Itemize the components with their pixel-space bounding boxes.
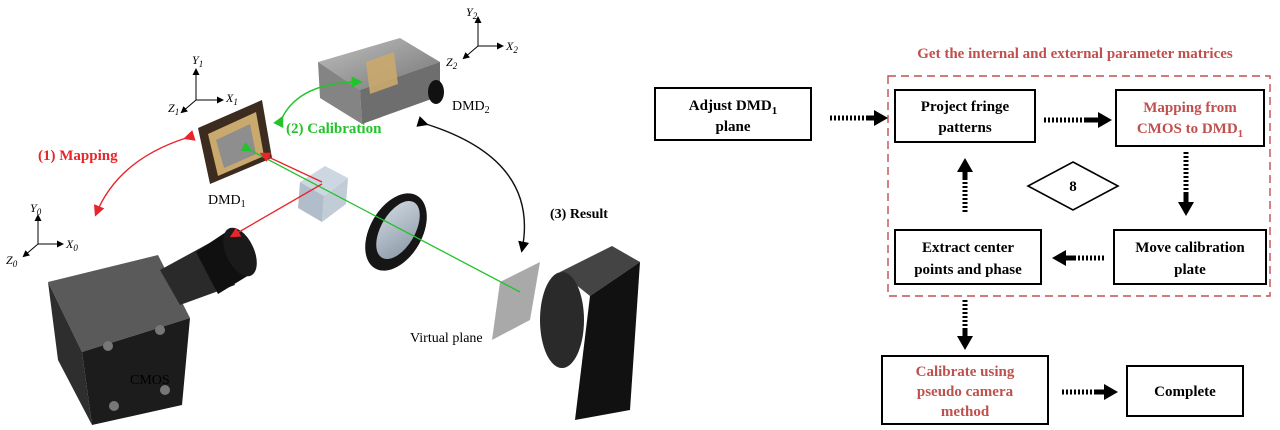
mapping-cmos-label: Mapping from: [1143, 100, 1237, 116]
svg-text:CMOS to DMD1: CMOS to DMD1: [1137, 121, 1243, 140]
parameter-matrices-dashed-frame: [887, 75, 1271, 297]
flow-arrow-mapping-to-move: [1178, 152, 1194, 216]
calibration-arrow: [273, 76, 363, 129]
svg-text:X2: X2: [505, 39, 518, 55]
flow-arrow-extract-to-project: [957, 158, 973, 212]
mapping-arrow: [93, 130, 196, 217]
lens-illustration: [365, 193, 427, 271]
adjust-dmd1-box: [654, 87, 812, 141]
extract-center-label: Extract center: [922, 240, 1014, 256]
axis-label-y0: Y: [30, 201, 38, 215]
calibrate-pseudo-box: [881, 355, 1049, 425]
axis-label-z1: Z: [168, 101, 175, 115]
cmos-label: CMOS: [130, 373, 170, 388]
complete-box: [1126, 365, 1244, 417]
svg-text:Adjust DMD1: Adjust DMD1: [689, 98, 777, 117]
result-label: (3) Result: [550, 207, 608, 222]
svg-text:Y2: Y2: [466, 5, 478, 21]
calibrate-pseudo-label-line3: method: [941, 404, 990, 420]
cmos-camera-illustration: [48, 227, 257, 425]
mapping-cmos-dmd1-box: [1115, 89, 1265, 147]
result-arrow: [416, 116, 530, 253]
axis-triad-cmos: Y0 X0 Z0: [6, 201, 78, 269]
beam-splitter-illustration: [298, 166, 348, 222]
svg-text:X1: X1: [225, 91, 238, 107]
move-calibration-box: [1113, 229, 1267, 285]
axis-label-y2: Y: [466, 5, 474, 19]
flow-arrow-move-to-extract: [1052, 250, 1104, 266]
calibration-label: (2) Calibration: [286, 121, 382, 137]
axis-triad-dmd2: Y2 X2 Z2: [446, 5, 518, 71]
axis-label-x1: X: [225, 91, 234, 105]
svg-text:Z0: Z0: [6, 253, 18, 269]
optical-setup-illustration: Y1 X1 Z1 Y0 X0 Z0 Y2 X2 Z2 (1) Mapping (…: [6, 5, 640, 425]
axis-label-x0: X: [65, 237, 74, 251]
axis-label-z0: Z: [6, 253, 13, 267]
flowchart-title: Get the internal and external parameter …: [917, 46, 1233, 62]
flow-arrow-calibrate-to-complete: [1062, 384, 1118, 400]
dmd2-label: DMD: [452, 99, 485, 114]
flow-arrow-adjust-to-project: [830, 110, 888, 126]
complete-label: Complete: [1154, 384, 1216, 400]
project-fringe-label: Project fringe: [921, 99, 1010, 115]
axis-label-y1: Y: [192, 53, 200, 67]
flow-arrow-project-to-mapping: [1044, 112, 1112, 128]
virtual-plane-label: Virtual plane: [410, 331, 483, 346]
axis-triad-dmd1: Y1 X1 Z1: [168, 53, 238, 117]
mapping-label: (1) Mapping: [38, 148, 118, 164]
svg-text:X0: X0: [65, 237, 78, 253]
extract-center-box: [894, 229, 1042, 285]
dmd1-label: DMD: [208, 193, 241, 208]
move-calibration-label: Move calibration: [1135, 240, 1245, 256]
svg-text:Y1: Y1: [192, 53, 203, 69]
mapping-cmos-label-line2: CMOS to DMD: [1137, 121, 1238, 137]
axis-label-x2: X: [505, 39, 514, 53]
extract-center-label-line2: points and phase: [914, 262, 1022, 278]
svg-text:Z2: Z2: [446, 55, 458, 71]
loop-count-diamond: [1026, 161, 1120, 211]
calibrate-pseudo-label-line2: pseudo camera: [917, 384, 1014, 400]
dmd1-illustration: [198, 100, 272, 184]
flow-arrow-frame-to-calibrate: [957, 300, 973, 350]
red-ray-horizontal: [259, 152, 323, 183]
svg-text:Y0: Y0: [30, 201, 42, 217]
calibration-flowchart: Get the internal and external parameter …: [654, 46, 1271, 425]
svg-text:DMD1: DMD1: [208, 193, 246, 210]
adjust-dmd1-label-line2: plane: [715, 119, 750, 135]
dmd2-projector-illustration: [318, 38, 444, 124]
green-ray: [240, 141, 521, 293]
result-camera-illustration: [540, 246, 640, 420]
loop-count-label: 8: [1069, 179, 1077, 195]
project-fringe-box: [894, 89, 1036, 143]
svg-text:DMD2: DMD2: [452, 99, 490, 116]
move-calibration-label-line2: plate: [1174, 262, 1206, 278]
red-ray-down: [229, 183, 323, 238]
project-fringe-label-line2: patterns: [938, 120, 991, 136]
adjust-dmd1-label: Adjust DMD: [689, 98, 772, 114]
calibrate-pseudo-label: Calibrate using: [916, 364, 1015, 380]
axis-label-z2: Z: [446, 55, 453, 69]
virtual-plane-shape: [492, 262, 540, 340]
svg-text:Z1: Z1: [168, 101, 179, 117]
